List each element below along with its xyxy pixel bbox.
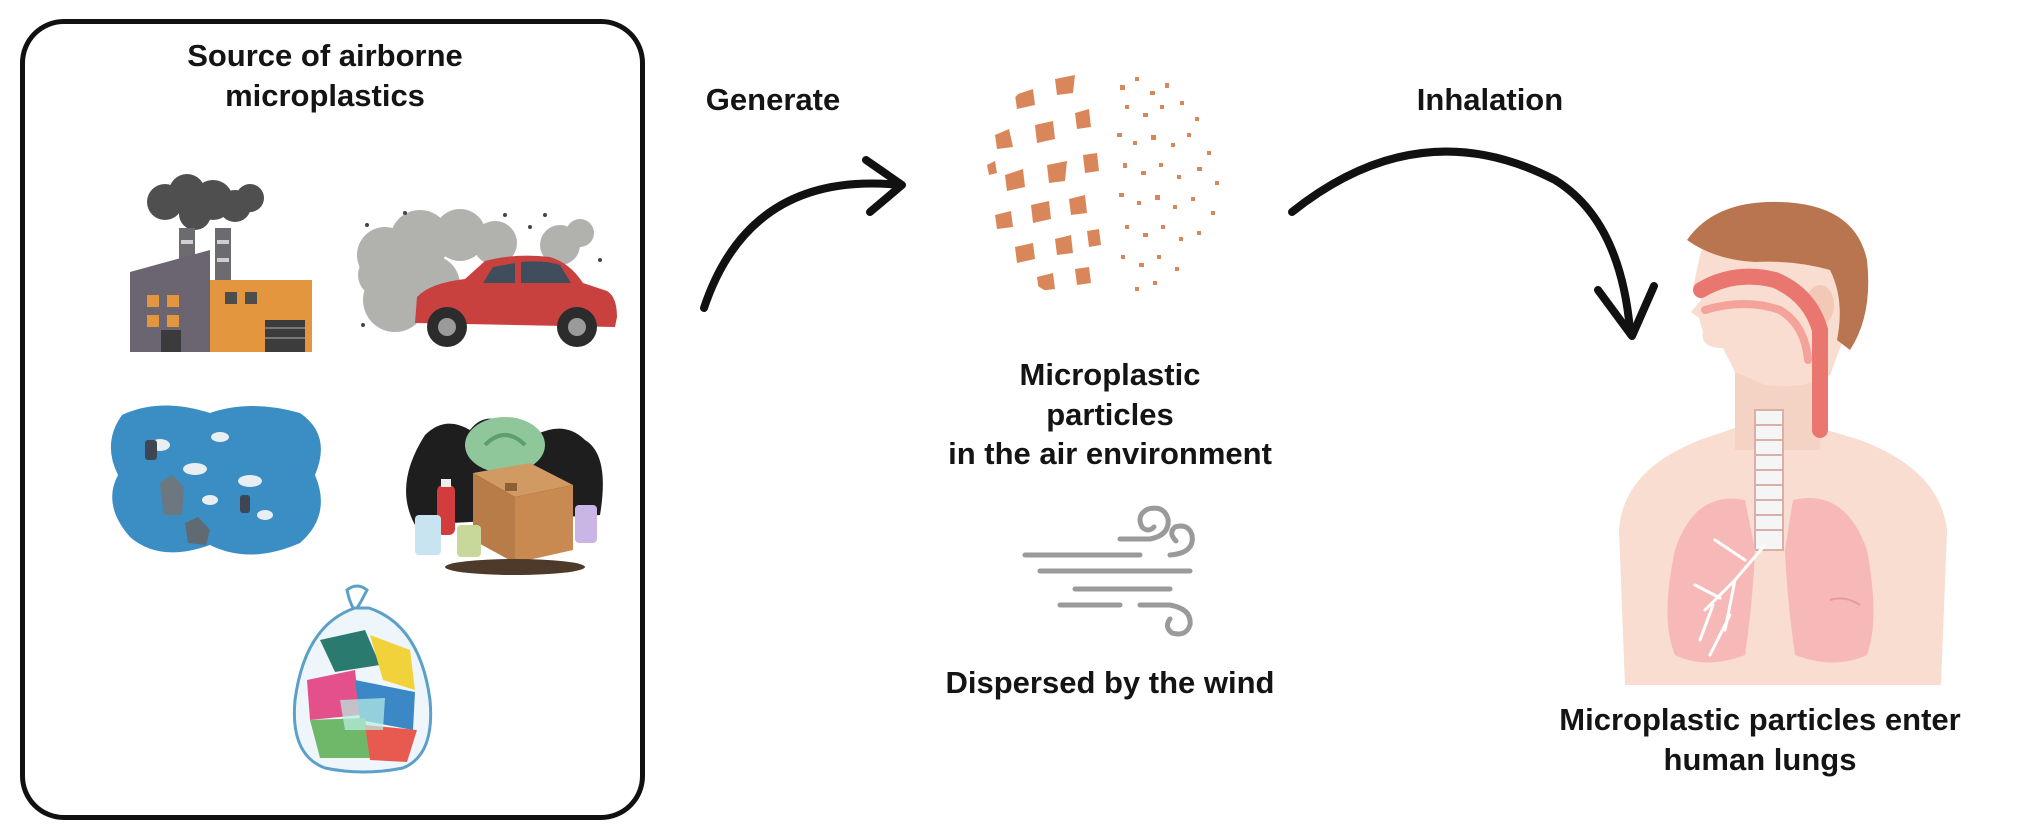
inhalation-arrow: [1288, 147, 1658, 340]
generate-arrow: [700, 156, 906, 312]
wind-label: Dispersed by the wind: [945, 665, 1275, 700]
inhalation-label: Inhalation: [1416, 82, 1564, 117]
garbage-pile-icon: [406, 417, 603, 575]
polluted-water-icon: [110, 405, 321, 555]
factory-icon: [130, 174, 312, 352]
plastic-bag-icon: [292, 584, 433, 774]
microplastic-particles-icon: [987, 75, 1219, 295]
source-title: Source of airborne microplastics: [187, 38, 463, 113]
car-exhaust-icon: [357, 209, 617, 347]
particles-label: Microplastic particles in the air enviro…: [948, 357, 1272, 472]
human-lungs-icon: [1619, 201, 1947, 685]
generate-label: Generate: [705, 82, 841, 117]
lungs-label: Microplastic particles enter human lungs: [1559, 702, 1961, 777]
wind-icon: [1022, 505, 1195, 637]
